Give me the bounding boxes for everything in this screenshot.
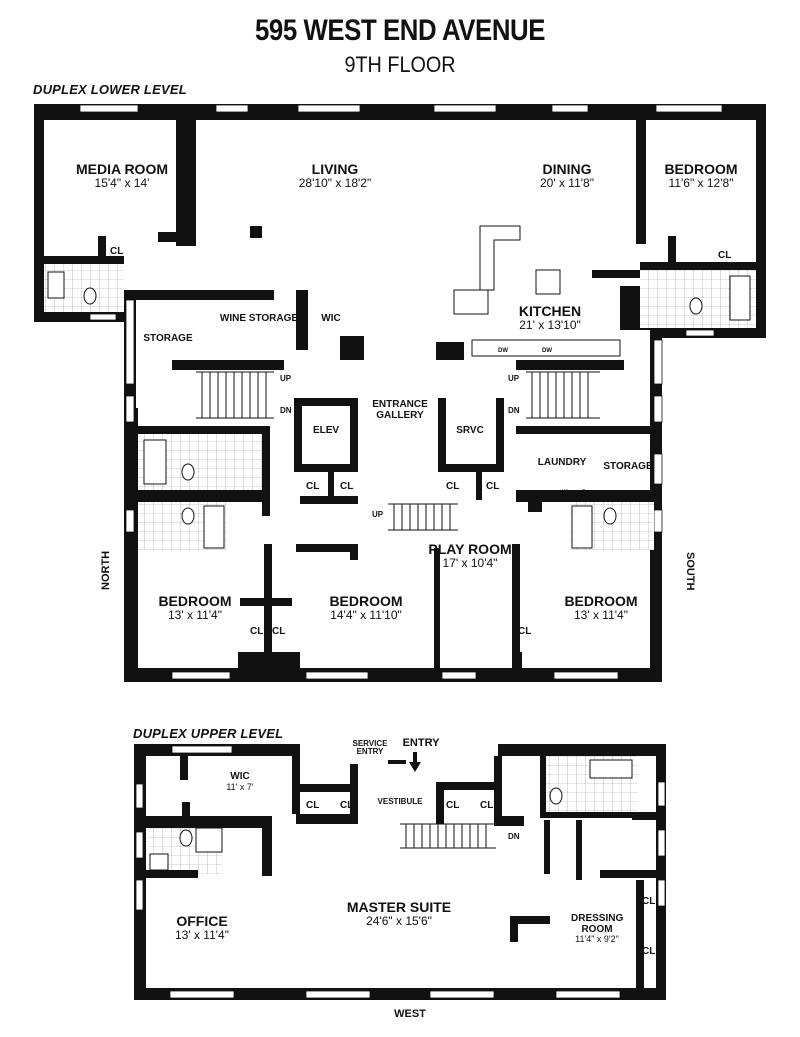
closet-label: CL bbox=[340, 481, 354, 492]
srvc-label: SRVC bbox=[456, 425, 484, 436]
north-label: NORTH bbox=[100, 550, 112, 590]
service-entry-label: SERVICE ENTRY bbox=[352, 739, 388, 757]
stair-up-label: UP bbox=[372, 510, 384, 519]
closet-label: CL bbox=[340, 800, 354, 811]
entry-label: ENTRY bbox=[402, 737, 440, 749]
west-label: WEST bbox=[394, 1008, 426, 1020]
floor-subtitle: 9TH FLOOR bbox=[344, 52, 456, 77]
storage-west-label: STORAGE bbox=[143, 333, 193, 344]
south-label: SOUTH bbox=[684, 552, 696, 591]
closet-label: CL bbox=[446, 481, 460, 492]
closet-label: CL bbox=[480, 800, 494, 811]
closet-label: CL bbox=[306, 481, 320, 492]
closet-label: CL bbox=[250, 626, 264, 637]
entry-arrow bbox=[388, 752, 421, 772]
closet-label: CL bbox=[110, 246, 124, 257]
closet-label: CL bbox=[718, 250, 732, 261]
washer-label: W bbox=[562, 490, 568, 496]
dishwasher-label: DW bbox=[498, 348, 508, 354]
closet-label: CL bbox=[518, 626, 532, 637]
storage-east-label: STORAGE bbox=[603, 461, 653, 472]
bath-tiles bbox=[44, 264, 756, 874]
windows-upper bbox=[135, 745, 666, 999]
closet-label: CL bbox=[272, 626, 286, 637]
stair-up-label: UP bbox=[280, 374, 292, 383]
address-title: 595 WEST END AVENUE bbox=[254, 14, 546, 47]
stair-up-label: UP bbox=[508, 374, 520, 383]
wic-lower-label: WIC bbox=[321, 313, 341, 324]
closet-label: CL bbox=[446, 800, 460, 811]
windows-lower bbox=[79, 104, 723, 680]
upper-level-heading: DUPLEX UPPER LEVEL bbox=[133, 726, 284, 741]
closet-label: CL bbox=[642, 896, 656, 907]
vestibule-label: VESTIBULE bbox=[377, 797, 423, 806]
wine-storage-label: WINE STORAGE bbox=[219, 313, 299, 324]
dryer-label: D bbox=[582, 490, 587, 496]
elev-label: ELEV bbox=[312, 425, 340, 436]
closet-label: CL bbox=[486, 481, 500, 492]
stair-down-label: DN bbox=[508, 406, 520, 415]
dishwasher-label: DW bbox=[542, 348, 552, 354]
laundry-label: LAUNDRY bbox=[537, 457, 587, 468]
stair-down-label: DN bbox=[280, 406, 292, 415]
entrance-gallery-label: ENTRANCE GALLERY bbox=[372, 399, 428, 421]
lower-level-heading: DUPLEX LOWER LEVEL bbox=[33, 82, 187, 97]
stair-down-label: DN bbox=[508, 832, 520, 841]
closet-label: CL bbox=[642, 946, 656, 957]
bath-fixtures bbox=[47, 271, 751, 871]
stairs bbox=[196, 371, 600, 849]
closet-label: CL bbox=[306, 800, 320, 811]
kitchen-fixtures bbox=[453, 225, 621, 357]
